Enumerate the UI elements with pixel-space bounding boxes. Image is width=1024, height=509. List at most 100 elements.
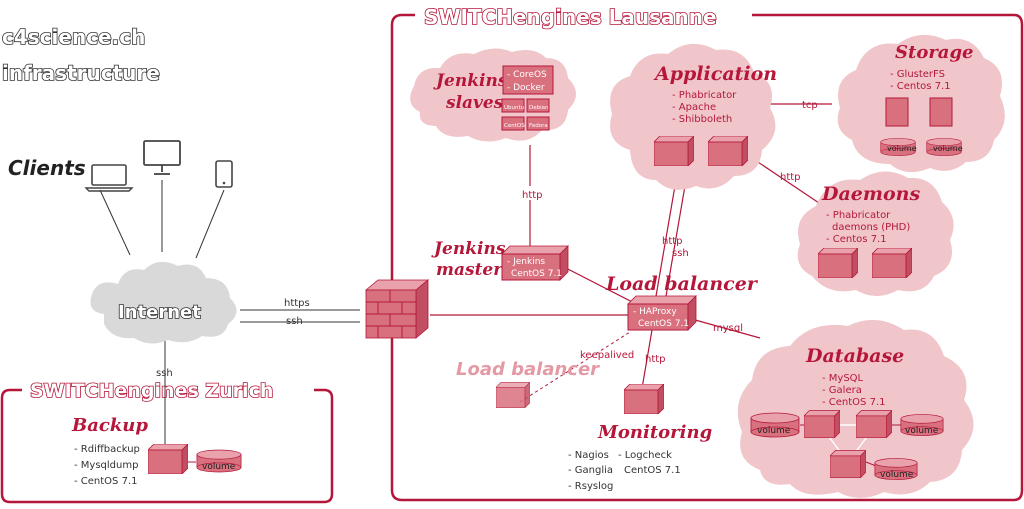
link-http-jenkins: http	[522, 190, 543, 201]
jenkins-master-node: Jenkins master - Jenkins CentOS 7.1	[431, 239, 569, 281]
storage-item-0: - GlusterFS	[890, 69, 945, 80]
database-item-2: - CentOS 7.1	[822, 397, 885, 408]
desktop-icon	[143, 140, 181, 175]
monitoring-col1-1: - Ganglia	[568, 465, 613, 476]
zurich-frame	[0, 388, 334, 504]
link-mysql: mysql	[713, 323, 743, 334]
database-item-0: - MySQL	[822, 373, 864, 384]
monitoring-title: Monitoring	[597, 422, 712, 443]
link-http-monitoring: http	[645, 354, 666, 365]
database-title: Database	[805, 345, 904, 367]
application-server-1	[708, 136, 748, 166]
header-line2: infrastructure	[2, 61, 160, 85]
edge-master-lb	[559, 264, 639, 306]
jenkins-master-item-0: - Jenkins	[507, 257, 545, 267]
header-line1: c4science.ch	[2, 25, 145, 49]
database-cloud	[737, 319, 974, 498]
database-server-1	[856, 410, 892, 438]
link-ssh-lb: ssh	[672, 248, 689, 259]
daemons-item-1: daemons (PHD)	[832, 222, 910, 233]
database-node: Database - MySQL - Galera - CentOS 7.1 v…	[737, 319, 974, 498]
edge-app-lb-2	[664, 179, 687, 303]
load-balancer-backup-node: Load balancer	[456, 359, 600, 408]
storage-node: Storage - GlusterFS - Centos 7.1 volume …	[837, 34, 1005, 173]
backup-node: Backup - Rdiffbackup - Mysqldump - CentO…	[71, 415, 242, 487]
backup-item-2: - CentOS 7.1	[74, 476, 137, 487]
edge-app-lb-1	[654, 179, 677, 303]
monitoring-node: Monitoring - Nagios - Ganglia - Rsyslog …	[568, 384, 712, 492]
load-balancer-node: Load balancer - HAProxy CentOS 7.1	[605, 273, 759, 331]
load-balancer-backup-title: Load balancer	[456, 359, 600, 380]
daemons-server-0	[818, 248, 858, 278]
application-item-0: - Phabricator	[672, 90, 737, 101]
phone-icon	[215, 160, 233, 188]
jenkins-master-box	[501, 253, 561, 281]
slave-distro-0: Ubuntu	[504, 105, 524, 111]
edge-lb-database	[687, 317, 761, 339]
storage-volume-label-1: volume	[933, 144, 963, 153]
lausanne-frame	[390, 13, 1024, 502]
storage-cloud	[837, 34, 1005, 173]
slave-distro-1: Debian	[529, 105, 549, 111]
backup-volume-label: volume	[202, 462, 236, 472]
edge-phone-internet	[195, 189, 225, 259]
database-volume-label-0: volume	[757, 426, 791, 436]
backup-server	[148, 444, 188, 474]
monitoring-col1-0: - Nagios	[568, 450, 609, 461]
slave-distro-2: CentOS	[504, 123, 525, 129]
slaves-host-box	[502, 65, 554, 95]
load-balancer-item-0: - HAProxy	[633, 307, 677, 317]
daemons-item-0: - Phabricator	[826, 210, 891, 221]
link-http-lb: http	[662, 236, 683, 247]
label-bg	[520, 186, 544, 200]
daemons-server-1	[872, 248, 912, 278]
link-keepalived: keepalived	[580, 350, 634, 361]
jenkins-slaves-node: Jenkins slaves - CoreOS - Docker Ubuntu …	[410, 48, 576, 142]
storage-item-1: - Centos 7.1	[890, 81, 951, 92]
link-tcp: tcp	[802, 100, 818, 111]
database-volume-label-1: volume	[905, 426, 939, 436]
storage-server-1	[929, 97, 953, 127]
internet-label: Internet	[118, 302, 201, 323]
application-title: Application	[653, 63, 777, 85]
database-server-0	[804, 410, 840, 438]
application-item-1: - Apache	[672, 102, 716, 113]
jenkins-master-title1: Jenkins	[431, 239, 506, 259]
database-volume-label-2: volume	[880, 470, 914, 480]
connections	[99, 103, 832, 450]
load-balancer-box	[627, 303, 689, 331]
link-ssh: ssh	[286, 316, 303, 327]
link-https: https	[284, 298, 310, 309]
backup-title: Backup	[71, 415, 148, 436]
application-node: Application - Phabricator - Apache - Shi…	[610, 43, 777, 190]
clients-label: Clients	[8, 156, 86, 180]
edge-keepalived	[519, 331, 631, 403]
load-balancer-backup-box	[496, 382, 530, 408]
load-balancer-item-1: CentOS 7.1	[638, 319, 689, 329]
link-ssh-down: ssh	[156, 368, 173, 379]
database-item-1: - Galera	[822, 385, 862, 396]
slave-container-3	[526, 116, 550, 131]
backup-item-0: - Rdiffbackup	[74, 444, 140, 455]
link-http-daemons: http	[780, 172, 801, 183]
jenkins-master-item-1: CentOS 7.1	[511, 269, 562, 279]
slaves-item-1: - Docker	[507, 83, 545, 93]
jenkins-slaves-title2: slaves	[445, 93, 504, 113]
storage-title: Storage	[895, 42, 974, 63]
edge-laptop-internet	[99, 189, 131, 256]
laptop-icon	[84, 164, 134, 192]
slave-container-1	[526, 98, 550, 113]
daemons-title: Daemons	[821, 183, 920, 205]
slave-distro-3: Fedora	[529, 123, 548, 129]
slave-container-0	[501, 98, 525, 113]
lausanne-title: SWITCHengines Lausanne	[424, 5, 717, 29]
jenkins-master-title2: master	[436, 260, 503, 280]
daemons-item-2: - Centos 7.1	[826, 234, 887, 245]
load-balancer-title: Load balancer	[605, 273, 759, 295]
slaves-item-0: - CoreOS	[507, 70, 547, 80]
backup-item-1: - Mysqldump	[74, 460, 138, 471]
application-item-2: - Shibboleth	[672, 114, 732, 125]
monitoring-col2-1: CentOS 7.1	[624, 465, 681, 476]
